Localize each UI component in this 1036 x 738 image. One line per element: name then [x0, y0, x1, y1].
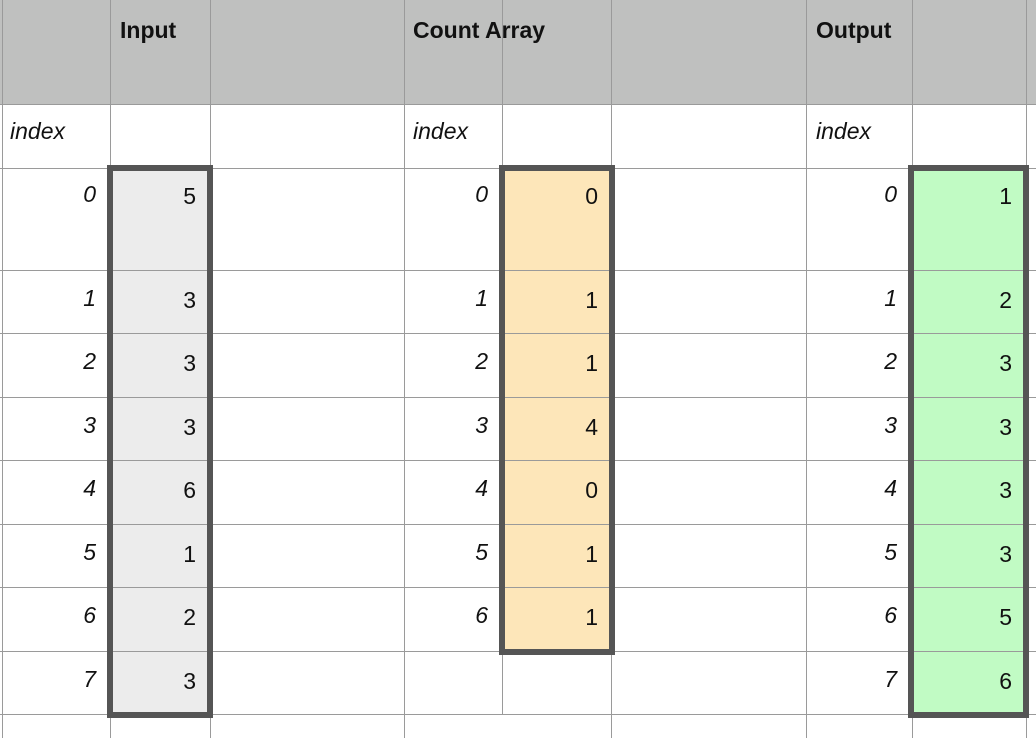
count-index-cell[interactable]: 5	[475, 539, 488, 565]
header-output[interactable]: Output	[816, 17, 892, 43]
output-column-fill	[911, 168, 1026, 714]
count-column-outline	[499, 165, 615, 655]
count-index-cell[interactable]: 0	[475, 181, 488, 207]
input-value-cell[interactable]: 3	[183, 287, 196, 313]
output-value-cell[interactable]: 3	[999, 350, 1012, 376]
output-index-cell[interactable]: 0	[884, 181, 897, 207]
input-column-fill	[110, 168, 210, 714]
grid-hline	[0, 524, 1036, 525]
count-value-cell[interactable]: 1	[585, 604, 598, 630]
grid-hline	[0, 270, 1036, 271]
grid-hline	[0, 714, 1036, 715]
input-value-cell[interactable]: 5	[183, 183, 196, 209]
output-value-cell[interactable]: 3	[999, 414, 1012, 440]
output-index-cell[interactable]: 3	[884, 412, 897, 438]
output-index-cell[interactable]: 7	[884, 666, 897, 692]
count-value-cell[interactable]: 4	[585, 414, 598, 440]
input-index-cell[interactable]: 6	[83, 602, 96, 628]
count-index-cell[interactable]: 2	[475, 348, 488, 374]
input-index-cell[interactable]: 1	[83, 285, 96, 311]
grid-vline	[2, 0, 3, 738]
output-index-cell[interactable]: 6	[884, 602, 897, 628]
input-value-cell[interactable]: 1	[183, 541, 196, 567]
input-column-outline	[107, 165, 213, 718]
index-label-count[interactable]: index	[413, 118, 468, 144]
input-value-cell[interactable]: 3	[183, 668, 196, 694]
count-value-cell[interactable]: 1	[585, 350, 598, 376]
output-index-cell[interactable]: 5	[884, 539, 897, 565]
input-index-cell[interactable]: 3	[83, 412, 96, 438]
input-index-cell[interactable]: 0	[83, 181, 96, 207]
input-index-cell[interactable]: 4	[83, 475, 96, 501]
count-index-cell[interactable]: 4	[475, 475, 488, 501]
output-value-cell[interactable]: 1	[999, 183, 1012, 209]
output-column-outline	[908, 165, 1029, 718]
header-input[interactable]: Input	[120, 17, 177, 43]
output-value-cell[interactable]: 3	[999, 477, 1012, 503]
output-index-cell[interactable]: 1	[884, 285, 897, 311]
output-value-cell[interactable]: 3	[999, 541, 1012, 567]
count-column-fill	[502, 168, 612, 651]
output-value-cell[interactable]: 2	[999, 287, 1012, 313]
count-value-cell[interactable]: 1	[585, 541, 598, 567]
count-index-cell[interactable]: 3	[475, 412, 488, 438]
count-value-cell[interactable]: 1	[585, 287, 598, 313]
count-index-cell[interactable]: 1	[475, 285, 488, 311]
grid-hline	[0, 104, 1036, 105]
header-row	[0, 0, 1036, 104]
output-index-cell[interactable]: 2	[884, 348, 897, 374]
grid-hline	[0, 397, 1036, 398]
count-value-cell[interactable]: 0	[585, 477, 598, 503]
output-value-cell[interactable]: 6	[999, 668, 1012, 694]
input-value-cell[interactable]: 6	[183, 477, 196, 503]
input-value-cell[interactable]: 3	[183, 350, 196, 376]
grid-hline	[0, 333, 1036, 334]
index-label-input[interactable]: index	[10, 118, 65, 144]
grid-vline	[806, 0, 807, 738]
input-value-cell[interactable]: 2	[183, 604, 196, 630]
input-index-cell[interactable]: 5	[83, 539, 96, 565]
grid-vline	[404, 0, 405, 738]
input-index-cell[interactable]: 7	[83, 666, 96, 692]
input-value-cell[interactable]: 3	[183, 414, 196, 440]
input-index-cell[interactable]: 2	[83, 348, 96, 374]
grid-hline	[0, 460, 1036, 461]
output-index-cell[interactable]: 4	[884, 475, 897, 501]
grid-hline	[0, 587, 1036, 588]
count-index-cell[interactable]: 6	[475, 602, 488, 628]
count-value-cell[interactable]: 0	[585, 183, 598, 209]
output-value-cell[interactable]: 5	[999, 604, 1012, 630]
header-count-array[interactable]: Count Array	[413, 17, 546, 43]
index-label-output[interactable]: index	[816, 118, 871, 144]
